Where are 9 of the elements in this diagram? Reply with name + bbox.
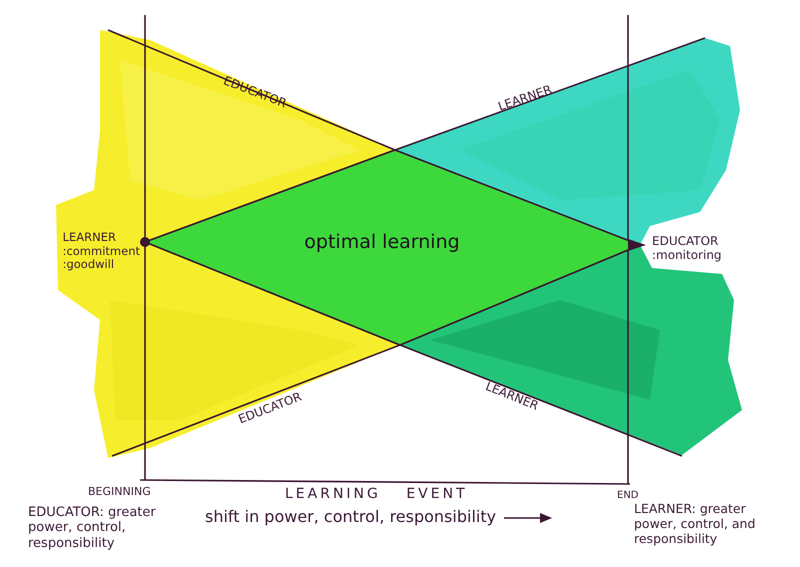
axis-label: END bbox=[617, 490, 638, 502]
point-annotation: LEARNER :commitment :goodwill bbox=[62, 231, 140, 272]
axis-label: BEGINNING bbox=[88, 486, 151, 499]
shift-caption: shift in power, control, responsibility bbox=[205, 508, 496, 527]
axis-label: LEARNING EVENT bbox=[285, 486, 468, 503]
role-note: LEARNER: greater power, control, and responsibility bbox=[634, 502, 756, 546]
point-annotation: EDUCATOR :monitoring bbox=[652, 234, 722, 262]
center-label: optimal learning bbox=[304, 231, 460, 253]
role-note: EDUCATOR: greater power, control, responsibility bbox=[28, 505, 157, 551]
